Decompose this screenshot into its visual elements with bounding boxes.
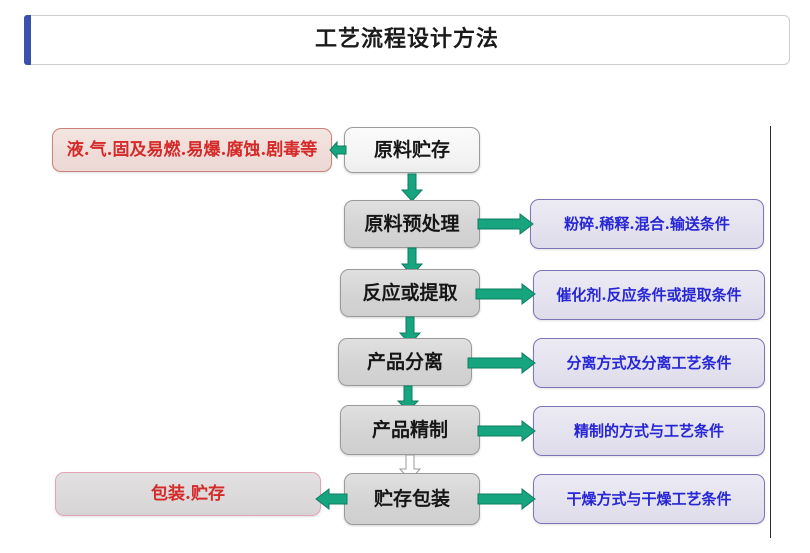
- note-separation-conditions: 分离方式及分离工艺条件: [533, 338, 765, 388]
- note-hazard-properties: 液.气.固及易燃.易爆.腐蚀.剧毒等: [52, 128, 332, 172]
- connector-refining-to-note: [477, 419, 536, 443]
- node-raw-material-storage: 原料贮存: [344, 127, 480, 173]
- node-product-separation: 产品分离: [338, 338, 472, 386]
- note-reaction-conditions: 催化剂.反应条件或提取条件: [533, 270, 765, 320]
- connector-storage-to-hazard: [329, 140, 347, 160]
- connector-storage-to-pretreatment: [399, 173, 425, 202]
- note-refining-conditions-label: 精制的方式与工艺条件: [573, 421, 724, 440]
- connector-packaging-to-note: [477, 487, 536, 511]
- connector-pretreatment-to-note: [477, 212, 534, 236]
- note-packaging-storage-label: 包装.贮存: [151, 483, 225, 504]
- node-raw-material-pretreatment-label: 原料预处理: [364, 212, 460, 235]
- node-product-refining-label: 产品精制: [371, 418, 448, 441]
- node-storage-and-packaging-label: 贮存包装: [373, 487, 450, 510]
- note-pretreatment-conditions-label: 粉碎.稀释.混合.输送条件: [564, 214, 730, 233]
- note-separation-conditions-label: 分离方式及分离工艺条件: [566, 353, 732, 372]
- node-product-refining: 产品精制: [340, 405, 480, 455]
- connector-reaction-to-note: [475, 282, 536, 306]
- connector-packaging-to-left-note: [315, 487, 348, 511]
- note-pretreatment-conditions: 粉碎.稀释.混合.输送条件: [530, 199, 764, 249]
- note-packaging-storage: 包装.贮存: [55, 472, 321, 516]
- note-reaction-conditions-label: 催化剂.反应条件或提取条件: [556, 285, 742, 304]
- node-product-separation-label: 产品分离: [366, 350, 443, 373]
- header-accent-bar: [24, 15, 31, 65]
- note-hazard-properties-label: 液.气.固及易燃.易爆.腐蚀.剧毒等: [66, 139, 318, 160]
- node-storage-and-packaging: 贮存包装: [344, 473, 480, 525]
- page-title: 工艺流程设计方法: [314, 27, 499, 52]
- node-reaction-or-extraction: 反应或提取: [340, 269, 480, 317]
- node-raw-material-storage-label: 原料贮存: [373, 138, 450, 161]
- connector-separation-to-note: [467, 351, 536, 375]
- note-drying-conditions: 干燥方式与干燥工艺条件: [533, 474, 765, 524]
- node-raw-material-pretreatment: 原料预处理: [344, 200, 480, 248]
- note-drying-conditions-label: 干燥方式与干燥工艺条件: [566, 489, 732, 508]
- process-flow-diagram: 液.气.固及易燃.易爆.腐蚀.剧毒等 原料贮存 原料预处理 粉碎.稀释.混合.输…: [0, 100, 810, 553]
- page-edge-rule: [770, 126, 771, 538]
- note-refining-conditions: 精制的方式与工艺条件: [533, 406, 765, 456]
- node-reaction-or-extraction-label: 反应或提取: [362, 281, 458, 304]
- page-header: 工艺流程设计方法: [24, 15, 790, 65]
